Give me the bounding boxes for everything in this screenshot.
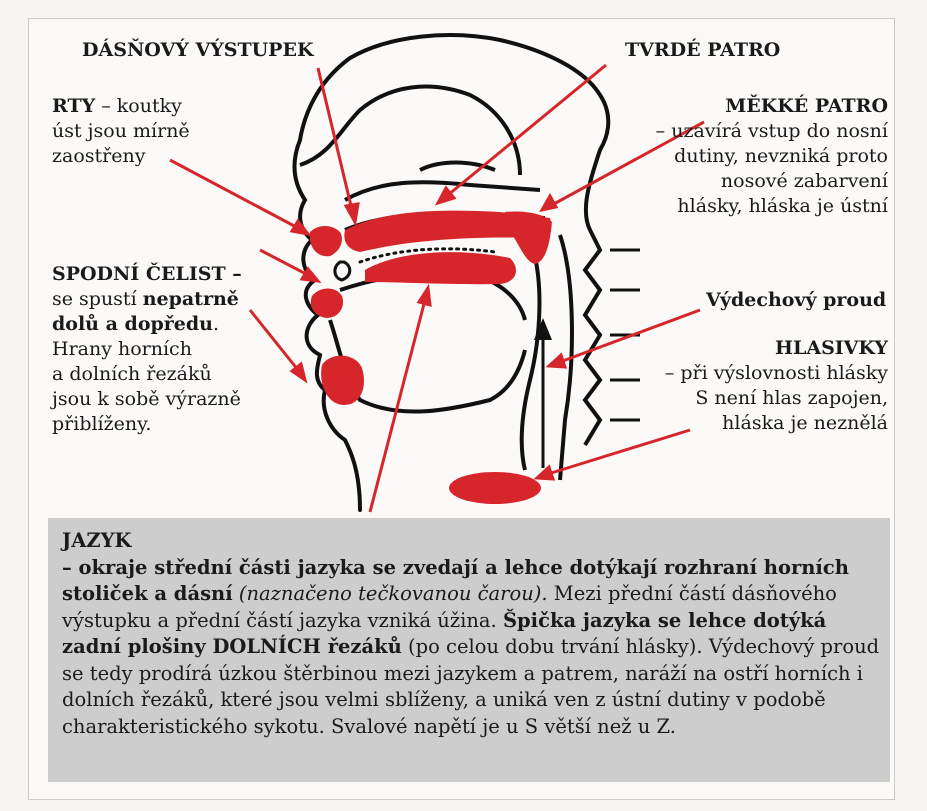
label-mekke-patro: MĚKKÉ PATRO – uzavírá vstup do nosní dut… (620, 94, 888, 219)
label-tvrde-patro: TVRDÉ PATRO (625, 38, 780, 63)
jazyk-heading: JAZYK (62, 529, 131, 552)
label-dasnovy: DÁSŇOVÝ VÝSTUPEK (82, 38, 313, 63)
tongue-fill (365, 252, 516, 284)
label-vydech: Výdechový proud (706, 288, 886, 313)
label-hlasivky: HLASIVKY – při výslovnosti hlásky S není… (620, 336, 888, 436)
jazyk-text: JAZYK – okraje střední části jazyka se z… (62, 528, 882, 740)
jaw-fill (321, 356, 364, 405)
vocal-folds-fill (449, 472, 541, 504)
soft-palate-fill (505, 211, 552, 264)
jazyk-body: – okraje střední části jazyka se zvedají… (62, 555, 882, 741)
upper-lip-fill (310, 226, 342, 256)
label-rty: RTY – koutky úst jsou mírně zaostřeny (52, 94, 190, 169)
label-spodni-celist: SPODNÍ ČELIST – se spustí nepatrně dolů … (52, 262, 242, 437)
